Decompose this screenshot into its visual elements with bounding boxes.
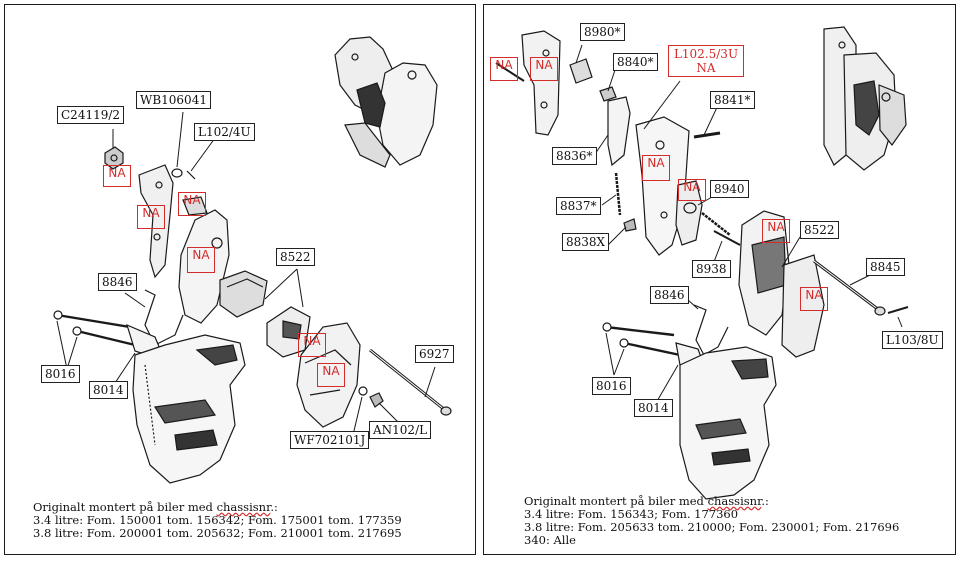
label-6927: 6927 bbox=[415, 345, 454, 363]
na-marker: NA bbox=[762, 219, 790, 243]
block-8522-a bbox=[219, 270, 268, 318]
na-marker: NA bbox=[642, 155, 670, 181]
na-marker: NA bbox=[490, 57, 518, 81]
assembled-view-right bbox=[823, 26, 907, 171]
label-8840: 8840* bbox=[613, 53, 658, 71]
label-8845: 8845 bbox=[866, 258, 905, 276]
upper-bracket bbox=[521, 30, 561, 136]
na-marker: NA bbox=[800, 287, 828, 311]
spring-8846 bbox=[693, 304, 707, 356]
caption-line-1: Originalt montert på biler med chassisnr… bbox=[524, 494, 769, 508]
na-marker: NA bbox=[103, 165, 131, 187]
right-diagram-panel: 8980* 8840* L102.5/3U NA 8841* 8836* 894… bbox=[483, 4, 956, 555]
na-marker: NA bbox=[678, 179, 706, 201]
bolt-8016-b bbox=[623, 341, 681, 357]
label-l103-8u: L103/8U bbox=[882, 331, 943, 349]
caption-line-3: 3.8 litre: Fom. 200001 tom. 205632; Fom.… bbox=[33, 526, 402, 540]
label-8837: 8837* bbox=[556, 197, 601, 215]
latch-housing bbox=[296, 322, 361, 428]
spring-8846 bbox=[144, 289, 156, 336]
screw-8838x bbox=[623, 218, 637, 232]
right-exploded-drawing bbox=[495, 26, 909, 500]
clip-8840 bbox=[599, 86, 617, 102]
lever-plate bbox=[138, 164, 174, 279]
label-l102-5-3u: L102.5/3U NA bbox=[668, 45, 744, 77]
na-marker: NA bbox=[298, 333, 326, 357]
caption-line-2: 3.4 litre: Fom. 156343; Fom. 177360 bbox=[524, 507, 739, 521]
label-l102-5-3u-na: NA bbox=[696, 61, 716, 75]
label-8016: 8016 bbox=[592, 377, 631, 395]
label-wf702101j: WF702101J bbox=[290, 431, 370, 449]
caption-right: Originalt montert på biler med chassisnr… bbox=[524, 495, 899, 547]
label-c24119-2: C24119/2 bbox=[57, 106, 125, 124]
label-8838x: 8838X bbox=[562, 233, 610, 251]
na-marker: NA bbox=[178, 192, 206, 216]
spring-8940 bbox=[701, 212, 731, 236]
caption-left: Originalt montert på biler med chassisnr… bbox=[33, 501, 402, 540]
lever-8836 bbox=[607, 96, 631, 167]
na-marker: NA bbox=[317, 363, 345, 387]
label-8522: 8522 bbox=[276, 248, 315, 266]
label-an102-l: AN102/L bbox=[369, 421, 432, 439]
caption-line-2: 3.4 litre: Fom. 150001 tom. 156342; Fom.… bbox=[33, 513, 402, 527]
nut-part bbox=[104, 146, 124, 170]
nut-an102 bbox=[369, 392, 384, 408]
washer-part bbox=[171, 168, 183, 178]
na-marker: NA bbox=[187, 247, 215, 273]
label-wb106041: WB106041 bbox=[136, 91, 211, 109]
caption-line-3: 3.8 litre: Fom. 205633 tom. 210000; Fom.… bbox=[524, 520, 900, 534]
label-8846: 8846 bbox=[98, 273, 137, 291]
label-l102-5-3u-code: L102.5/3U bbox=[673, 47, 739, 61]
label-8940: 8940 bbox=[710, 180, 749, 198]
bolt-8016-a bbox=[56, 313, 131, 329]
label-8836: 8836* bbox=[552, 147, 597, 165]
label-l102-4u: L102/4U bbox=[194, 123, 255, 141]
na-marker: NA bbox=[530, 57, 558, 81]
bolt-8016-a bbox=[605, 325, 675, 337]
label-8938: 8938 bbox=[692, 260, 731, 278]
label-8014: 8014 bbox=[89, 381, 128, 399]
left-exploded-drawing bbox=[53, 36, 452, 484]
circlip bbox=[358, 386, 368, 396]
label-8014: 8014 bbox=[634, 399, 673, 417]
pin-l103 bbox=[887, 306, 909, 314]
assembled-view-left bbox=[334, 36, 438, 168]
pin-8980 bbox=[569, 58, 593, 84]
label-8846: 8846 bbox=[650, 286, 689, 304]
label-8841: 8841* bbox=[710, 91, 755, 109]
label-8522: 8522 bbox=[800, 221, 839, 239]
spring-8837 bbox=[614, 172, 622, 216]
na-marker: NA bbox=[137, 205, 165, 229]
caption-line-4: 340: Alle bbox=[524, 533, 576, 547]
caption-line-1: Originalt montert på biler med chassisnr… bbox=[33, 500, 278, 514]
label-8016: 8016 bbox=[41, 365, 80, 383]
pin-8841 bbox=[693, 131, 721, 139]
pin-8938 bbox=[713, 230, 741, 246]
label-8980: 8980* bbox=[580, 23, 625, 41]
bolt-8016-b bbox=[76, 329, 136, 347]
left-diagram-panel: C24119/2 WB106041 L102/4U 8846 8522 8016… bbox=[4, 4, 476, 555]
